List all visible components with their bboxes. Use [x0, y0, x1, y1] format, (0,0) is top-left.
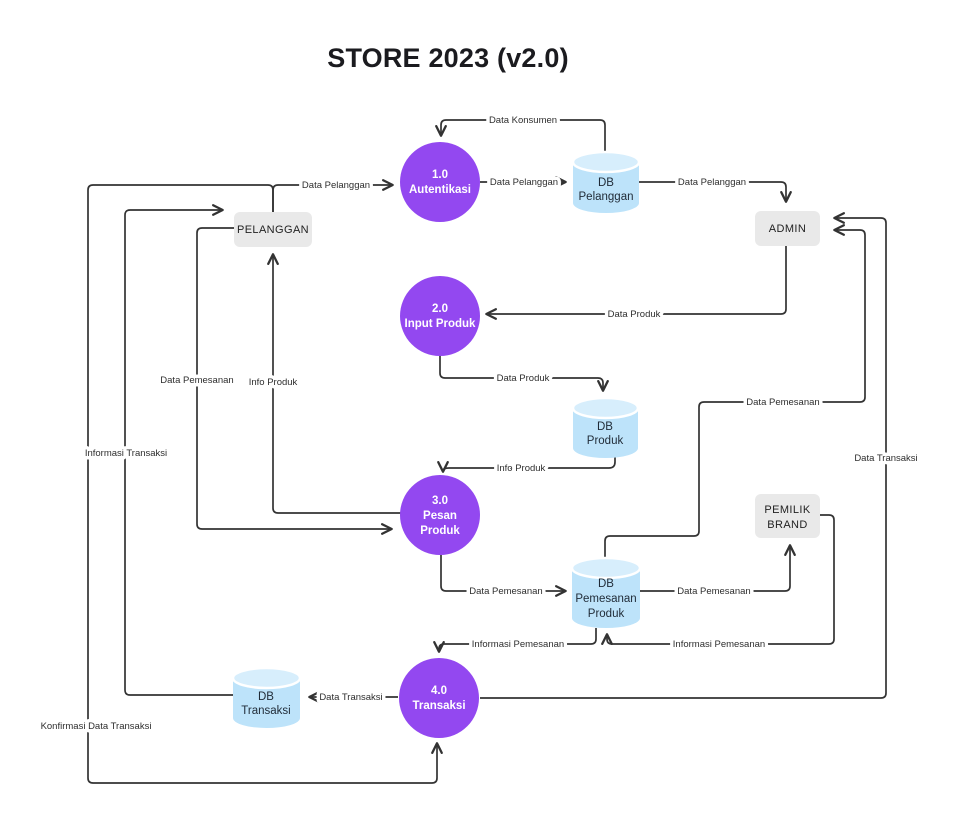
process-2-input-produk[interactable]: 2.0 Input Produk — [400, 276, 480, 356]
flow-pemilik-dbpemesanan-line — [601, 514, 835, 645]
flow-dbtransaksi-pelanggan-label: Informasi Transaksi — [85, 448, 167, 459]
flow-pelanggan-transaksi-label: Konfirmasi Data Transaksi — [41, 721, 152, 732]
flow-autentikasi-dbpelanggan-label: Data Pelanggan — [490, 177, 558, 188]
process-label-line: 1.0 — [432, 169, 448, 181]
datastore-db-pelanggan[interactable]: DB Pelanggan — [571, 150, 641, 213]
process-label-line: 2.0 — [432, 303, 448, 315]
datastore-label-line: Transaksi — [241, 705, 290, 717]
flow-pesan-dbpemesanan-label: Data Pemesanan — [469, 586, 542, 597]
process-3-pesan-produk[interactable]: 3.0 Pesan Produk — [400, 475, 480, 555]
datastore-label-line: DB — [258, 691, 274, 703]
flow-dbpelanggan-admin-label: Data Pelanggan — [678, 177, 746, 188]
cylinder-body — [233, 678, 300, 728]
process-4-transaksi[interactable]: 4.0 Transaksi — [399, 658, 479, 738]
flow-dbpemesanan-admin-line — [604, 224, 866, 558]
connectors — [87, 119, 887, 784]
cylinder-top — [571, 396, 640, 420]
flow-dbpemesanan-transaksi-label: Informasi Pemesanan — [472, 639, 564, 650]
flow-pesan-dbpemesanan-line — [440, 555, 567, 597]
cylinder-body — [573, 408, 638, 458]
process-label-line: Produk — [420, 525, 460, 537]
entity-box — [755, 211, 820, 246]
flow-dbproduk-pesan-label: Info Produk — [497, 463, 546, 474]
cylinder-top — [570, 556, 642, 580]
flow-inputproduk-dbproduk-label: Data Produk — [497, 373, 550, 384]
entity-pemilik-brand[interactable]: PEMILIK BRAND — [755, 494, 820, 538]
flow-dbpemesanan-admin-label: Data Pemesanan — [746, 397, 819, 408]
datastore-label-line: Pemesanan — [575, 593, 636, 605]
flow-pelanggan-transaksi-line — [87, 184, 443, 784]
process-circle — [400, 475, 480, 555]
flow-pemilik-dbpemesanan-label: Informasi Pemesanan — [673, 639, 765, 650]
flow-transaksi-admin-label: Data Transaksi — [854, 453, 917, 464]
cylinder-top — [231, 666, 302, 690]
entity-admin[interactable]: ADMIN — [755, 211, 820, 246]
flow-admin-inputproduk-label: Data Produk — [608, 309, 661, 320]
datastore-label-line: DB — [598, 578, 614, 590]
entity-box — [755, 494, 820, 538]
entity-label-line: PELANGGAN — [237, 224, 309, 236]
cylinder-top — [571, 150, 641, 174]
entity-label-line: BRAND — [767, 519, 808, 531]
process-label-line: 4.0 — [431, 685, 447, 697]
entity-pelanggan[interactable]: PELANGGAN — [234, 212, 312, 247]
datastore-label-line: DB — [597, 421, 613, 433]
flow-dbpemesanan-pemilik-label: Data Pemesanan — [677, 586, 750, 597]
cylinder-body — [572, 568, 640, 628]
datastore-label-line: Produk — [587, 435, 624, 447]
flow-pelanggan-autentikasi-label: Data Pelanggan — [302, 180, 370, 191]
flow-pelanggan-pesan-line — [196, 227, 393, 535]
flow-data-konsumen-label: Data Konsumen — [489, 115, 557, 126]
process-label-line: Autentikasi — [409, 184, 471, 196]
flow-dbpelanggan-admin-line — [639, 181, 792, 203]
cylinder-body — [573, 162, 639, 213]
entity-box — [234, 212, 312, 247]
process-label-line: Pesan — [423, 510, 457, 522]
flow-pesan-pelanggan-line — [267, 253, 401, 514]
process-1-autentikasi[interactable]: 1.0 Autentikasi — [400, 142, 480, 222]
datastore-db-transaksi[interactable]: DB Transaksi — [231, 666, 302, 728]
flow-inputproduk-dbproduk-line — [439, 355, 609, 392]
flow-dbpemesanan-pemilik-line — [640, 544, 796, 592]
datastore-label-line: Produk — [588, 608, 625, 620]
entity-label-line: PEMILIK — [764, 504, 810, 516]
process-label-line: Transaksi — [412, 700, 465, 712]
flow-data-konsumen-line — [435, 119, 606, 152]
datastore-label-line: Pelanggan — [579, 191, 634, 203]
datastore-db-pemesanan-produk[interactable]: DB Pemesanan Produk — [570, 556, 642, 628]
datastore-db-produk[interactable]: DB Produk — [571, 396, 640, 458]
flow-dbproduk-pesan-line — [437, 456, 616, 473]
flow-pesan-pelanggan-label: Info Produk — [249, 377, 298, 388]
connector-labels: Data Konsumen Data Pelanggan Data Pelang… — [37, 112, 921, 736]
process-label-line: 3.0 — [432, 495, 448, 507]
process-circle — [400, 142, 480, 222]
diagram-title: STORE 2023 (v2.0) — [327, 43, 569, 73]
flow-pelanggan-pesan-label: Data Pemesanan — [160, 375, 233, 386]
flow-transaksi-dbtransaksi-label: Data Transaksi — [319, 692, 382, 703]
process-label-line: Input Produk — [405, 318, 477, 330]
flow-dbpemesanan-transaksi-line — [433, 628, 597, 653]
process-circle — [400, 276, 480, 356]
entity-label-line: ADMIN — [769, 223, 806, 235]
flow-admin-inputproduk-line — [485, 246, 787, 320]
process-circle — [399, 658, 479, 738]
flow-dbtransaksi-pelanggan-line — [124, 204, 233, 696]
flow-transaksi-admin-line — [480, 212, 887, 699]
datastore-label-line: DB — [598, 177, 614, 189]
